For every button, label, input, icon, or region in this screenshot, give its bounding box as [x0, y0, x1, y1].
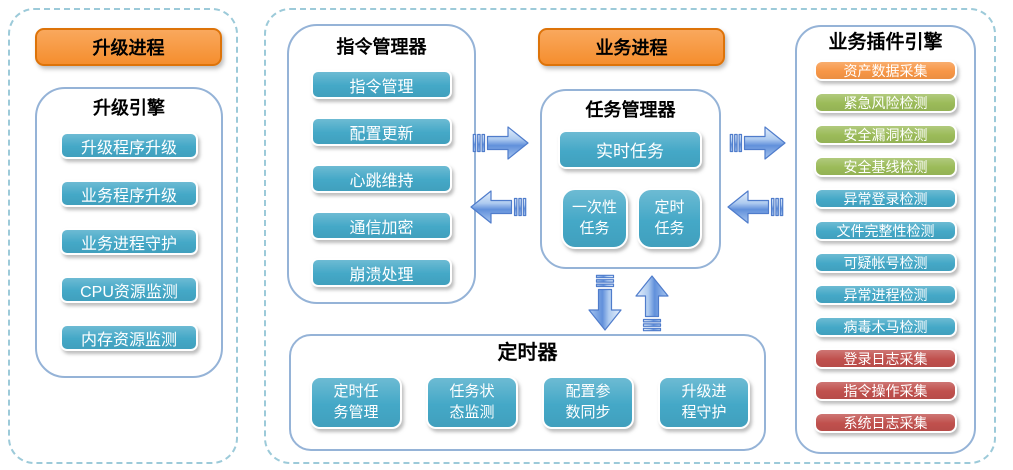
plugin-item-node: 文件完整性检测 [814, 220, 957, 241]
plugin-item-node: 安全基线检测 [814, 156, 957, 177]
plugin-item-node: 异常进程检测 [814, 284, 957, 305]
onetime-task-node: 一次性 任务 [561, 188, 628, 249]
command-item-node: 通信加密 [311, 211, 452, 240]
plugin-engine-title: 业务插件引擎 [828, 32, 943, 53]
plugin-item-node: 系统日志采集 [814, 412, 957, 433]
realtime-task-node: 实时任务 [558, 130, 702, 169]
task-manager-box: 任务管理器 实时任务 一次性 任务 定时 任务 [540, 89, 721, 269]
command-manager-box: 指令管理器 指令管理 配置更新 心跳维持 通信加密 崩溃处理 [287, 24, 476, 304]
plugin-item-node: 安全漏洞检测 [814, 124, 957, 145]
plugin-item-node: 紧急风险检测 [814, 92, 957, 113]
command-item-node: 心跳维持 [311, 164, 452, 193]
arrow-right-icon [729, 126, 786, 160]
plugin-item-node: 登录日志采集 [814, 348, 957, 369]
timer-title: 定时器 [497, 342, 558, 364]
upgrade-engine-box: 升级引擎 升级程序升级 业务程序升级 业务进程守护 CPU资源监测 内存资源监测 [35, 87, 223, 378]
timer-item-node: 升级进 程守护 [658, 376, 750, 429]
timer-item-node: 配置参 数同步 [542, 376, 634, 429]
plugin-item-node: 可疑帐号检测 [814, 252, 957, 273]
engine-item-node: 业务进程守护 [60, 228, 198, 255]
command-manager-items: 指令管理 配置更新 心跳维持 通信加密 崩溃处理 [289, 70, 474, 287]
plugin-item-node: 病毒木马检测 [814, 316, 957, 337]
timer-items: 定时任 务管理 任务状 态监测 配置参 数同步 升级进 程守护 [310, 376, 764, 429]
plugin-item-node: 资产数据采集 [814, 60, 957, 81]
upgrade-process-panel: 升级进程 升级引擎 升级程序升级 业务程序升级 业务进程守护 CPU资源监测 内… [8, 8, 238, 464]
engine-item-node: CPU资源监测 [60, 276, 198, 303]
engine-item-node: 升级程序升级 [60, 132, 198, 159]
command-manager-title: 指令管理器 [336, 37, 427, 57]
timer-item-node: 任务状 态监测 [426, 376, 518, 429]
scheduled-task-node: 定时 任务 [637, 188, 702, 249]
arrow-up-icon [635, 275, 669, 332]
upgrade-engine-items: 升级程序升级 业务程序升级 业务进程守护 CPU资源监测 内存资源监测 [37, 132, 221, 351]
arrow-left-icon [470, 190, 527, 224]
arrow-right-icon [472, 126, 529, 160]
command-item-node: 崩溃处理 [311, 258, 452, 287]
plugin-engine-items: 资产数据采集 紧急风险检测 安全漏洞检测 安全基线检测 异常登录检测 文件完整性… [797, 60, 974, 433]
plugin-item-node: 指令操作采集 [814, 380, 957, 401]
plugin-item-node: 异常登录检测 [814, 188, 957, 209]
business-process-header: 业务进程 [538, 28, 725, 66]
task-manager-title: 任务管理器 [585, 100, 676, 120]
plugin-engine-box: 业务插件引擎 资产数据采集 紧急风险检测 安全漏洞检测 安全基线检测 异常登录检… [795, 25, 976, 454]
engine-item-node: 业务程序升级 [60, 180, 198, 207]
upgrade-engine-title: 升级引擎 [93, 98, 165, 118]
timer-item-node: 定时任 务管理 [310, 376, 402, 429]
arrow-left-icon [727, 190, 784, 224]
arrow-down-icon [588, 274, 622, 331]
engine-item-node: 内存资源监测 [60, 324, 198, 351]
business-process-panel: 指令管理器 指令管理 配置更新 心跳维持 通信加密 崩溃处理 业务进程 任务管理… [264, 8, 996, 464]
upgrade-process-header: 升级进程 [35, 28, 222, 66]
command-item-node: 配置更新 [311, 117, 452, 146]
timer-box: 定时器 定时任 务管理 任务状 态监测 配置参 数同步 升级进 程守护 [289, 334, 766, 451]
command-item-node: 指令管理 [311, 70, 452, 99]
